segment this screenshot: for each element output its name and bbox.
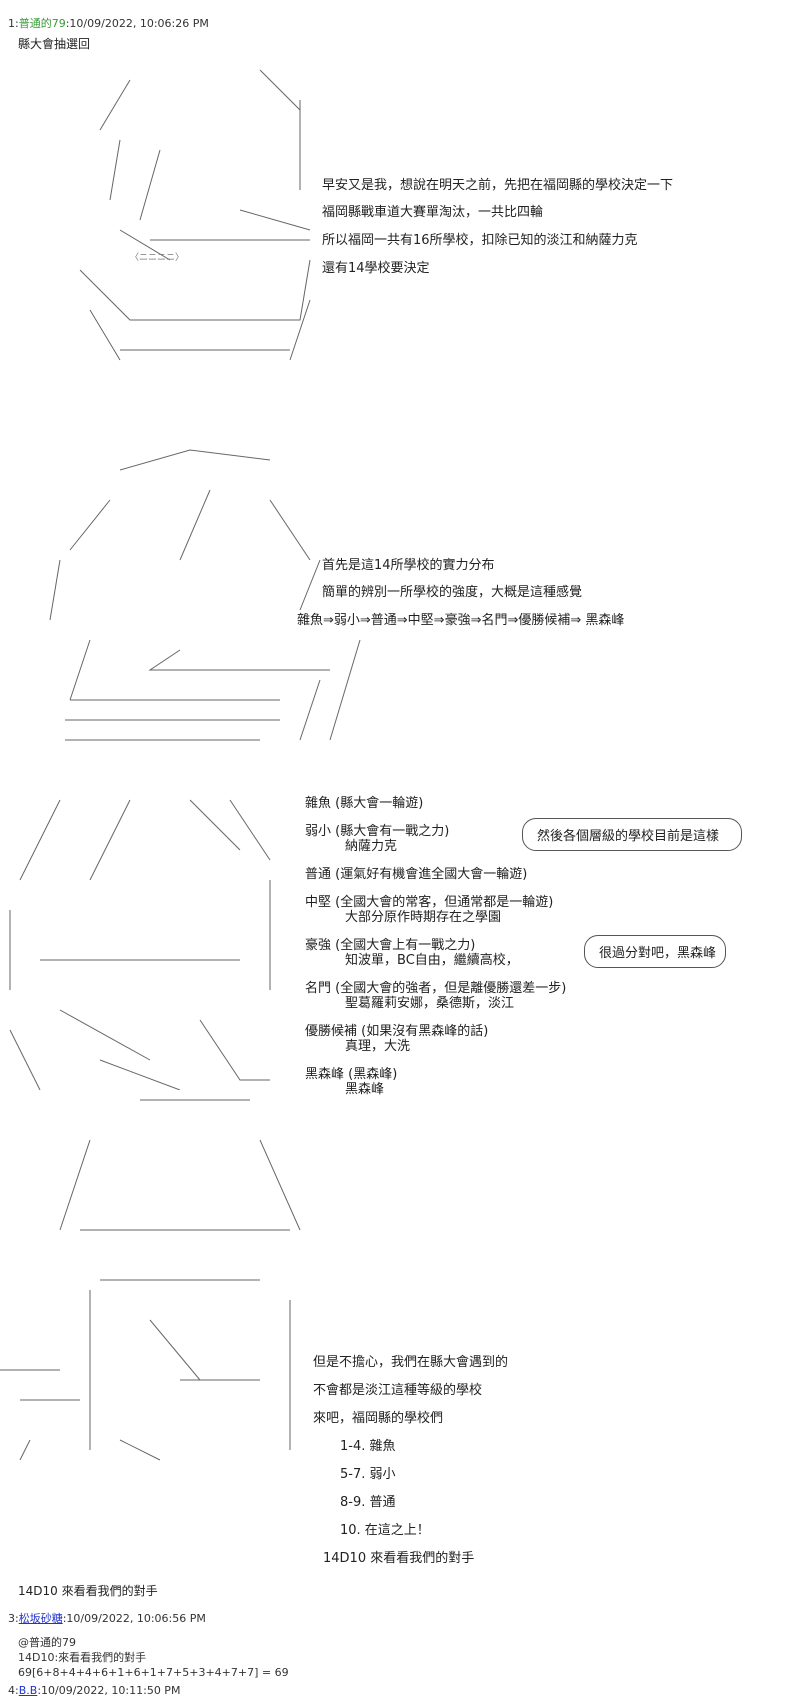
dice-result: 69[6+8+4+4+6+1+6+1+7+5+3+4+7+7] = 69: [18, 1666, 289, 1679]
tier-label: 普通 (運氣好有機會進全國大會一輪遊): [305, 867, 528, 882]
reply-mention[interactable]: @普通的79: [18, 1636, 76, 1649]
tier-schools: 納薩力克: [345, 839, 398, 854]
author-link[interactable]: 普通的79: [18, 17, 66, 30]
author-link[interactable]: 松坂砂糖: [18, 1612, 63, 1625]
tier-label: 中堅 (全國大會的常客，但通常都是一輪遊): [305, 895, 554, 910]
narration-line: 但是不擔心，我們在縣大會遇到的: [313, 1355, 509, 1370]
tier-label: 名門 (全國大會的強者，但是離優勝還差一步): [305, 981, 567, 996]
tier-schools: 真理，大洗: [345, 1039, 411, 1054]
narration-line: 不會都是淡江這種等級的學校: [313, 1383, 483, 1398]
post-header-1: 1:普通的79:10/09/2022, 10:06:26 PM: [8, 16, 209, 32]
ascii-art-character-3: [9, 799, 271, 1090]
dice-command: 14D10:來看看我們的對手: [18, 1651, 147, 1664]
post-footer: 14D10 來看看我們的對手: [18, 1584, 158, 1598]
narration-line: 所以福岡一共有16所學校，扣除已知的淡江和納薩力克: [322, 233, 638, 248]
author-link[interactable]: B.B: [18, 1684, 38, 1697]
tier-scale: 雜魚⇒弱小⇒普通⇒中堅⇒豪強⇒名門⇒優勝候補⇒ 黑森峰: [297, 613, 625, 628]
roll-option: 8-9. 普通: [340, 1495, 396, 1510]
narration-line: 早安又是我，想說在明天之前，先把在福岡縣的學校決定一下: [322, 178, 674, 193]
roll-option: 5-7. 弱小: [340, 1467, 396, 1482]
post-time: :10/09/2022, 10:11:50 PM: [37, 1684, 181, 1697]
tier-schools: 聖葛羅莉安娜，桑德斯，淡江: [345, 996, 515, 1011]
post-header-3: 3:松坂砂糖:10/09/2022, 10:06:56 PM: [8, 1611, 206, 1627]
post-time: :10/09/2022, 10:06:56 PM: [62, 1612, 206, 1625]
roll-option: 10. 在這之上！: [340, 1523, 430, 1538]
speech-bubble: 很過分對吧，黑森峰: [584, 935, 726, 968]
ascii-art-character-4: [0, 1099, 301, 1461]
narration-line: 福岡縣戰車道大賽單淘汰，一共比四輪: [322, 205, 544, 220]
ascii-art-character-1: 〈ニニニニ〉: [79, 69, 311, 361]
roll-command: 14D10 來看看我們的對手: [323, 1551, 475, 1566]
roll-option: 1-4. 雜魚: [340, 1439, 396, 1454]
tier-label: 弱小 (縣大會有一戰之力): [305, 824, 450, 839]
post-number: 3:: [8, 1612, 19, 1625]
post-number: 4:: [8, 1684, 19, 1697]
tier-schools: 大部分原作時期存在之學園: [345, 910, 502, 925]
post-header-4: 4:B.B:10/09/2022, 10:11:50 PM: [8, 1683, 180, 1699]
speech-bubble: 然後各個層級的學校目前是這樣: [522, 818, 742, 851]
svg-text:〈ニニニニ〉: 〈ニニニニ〉: [130, 252, 184, 263]
tier-label: 優勝候補 (如果沒有黑森峰的話): [305, 1024, 489, 1039]
tier-label: 黑森峰 (黑森峰): [305, 1067, 398, 1082]
narration-line: 簡單的辨別一所學校的強度，大概是這種感覺: [322, 585, 583, 600]
ascii-art-character-2: [49, 449, 361, 741]
post-title: 縣大會抽選回: [18, 37, 91, 51]
narration-line: 首先是這14所學校的實力分布: [322, 558, 495, 573]
tier-schools: 黑森峰: [345, 1082, 385, 1097]
post-time: :10/09/2022, 10:06:26 PM: [65, 17, 209, 30]
tier-label: 雜魚 (縣大會一輪遊): [305, 796, 424, 811]
tier-schools: 知波單，BC自由，繼續高校，: [345, 953, 519, 968]
tier-label: 豪強 (全國大會上有一戰之力): [305, 938, 476, 953]
narration-line: 還有14學校要決定: [322, 261, 430, 276]
post-number: 1:: [8, 17, 19, 30]
narration-line: 來吧，福岡縣的學校們: [313, 1411, 444, 1426]
